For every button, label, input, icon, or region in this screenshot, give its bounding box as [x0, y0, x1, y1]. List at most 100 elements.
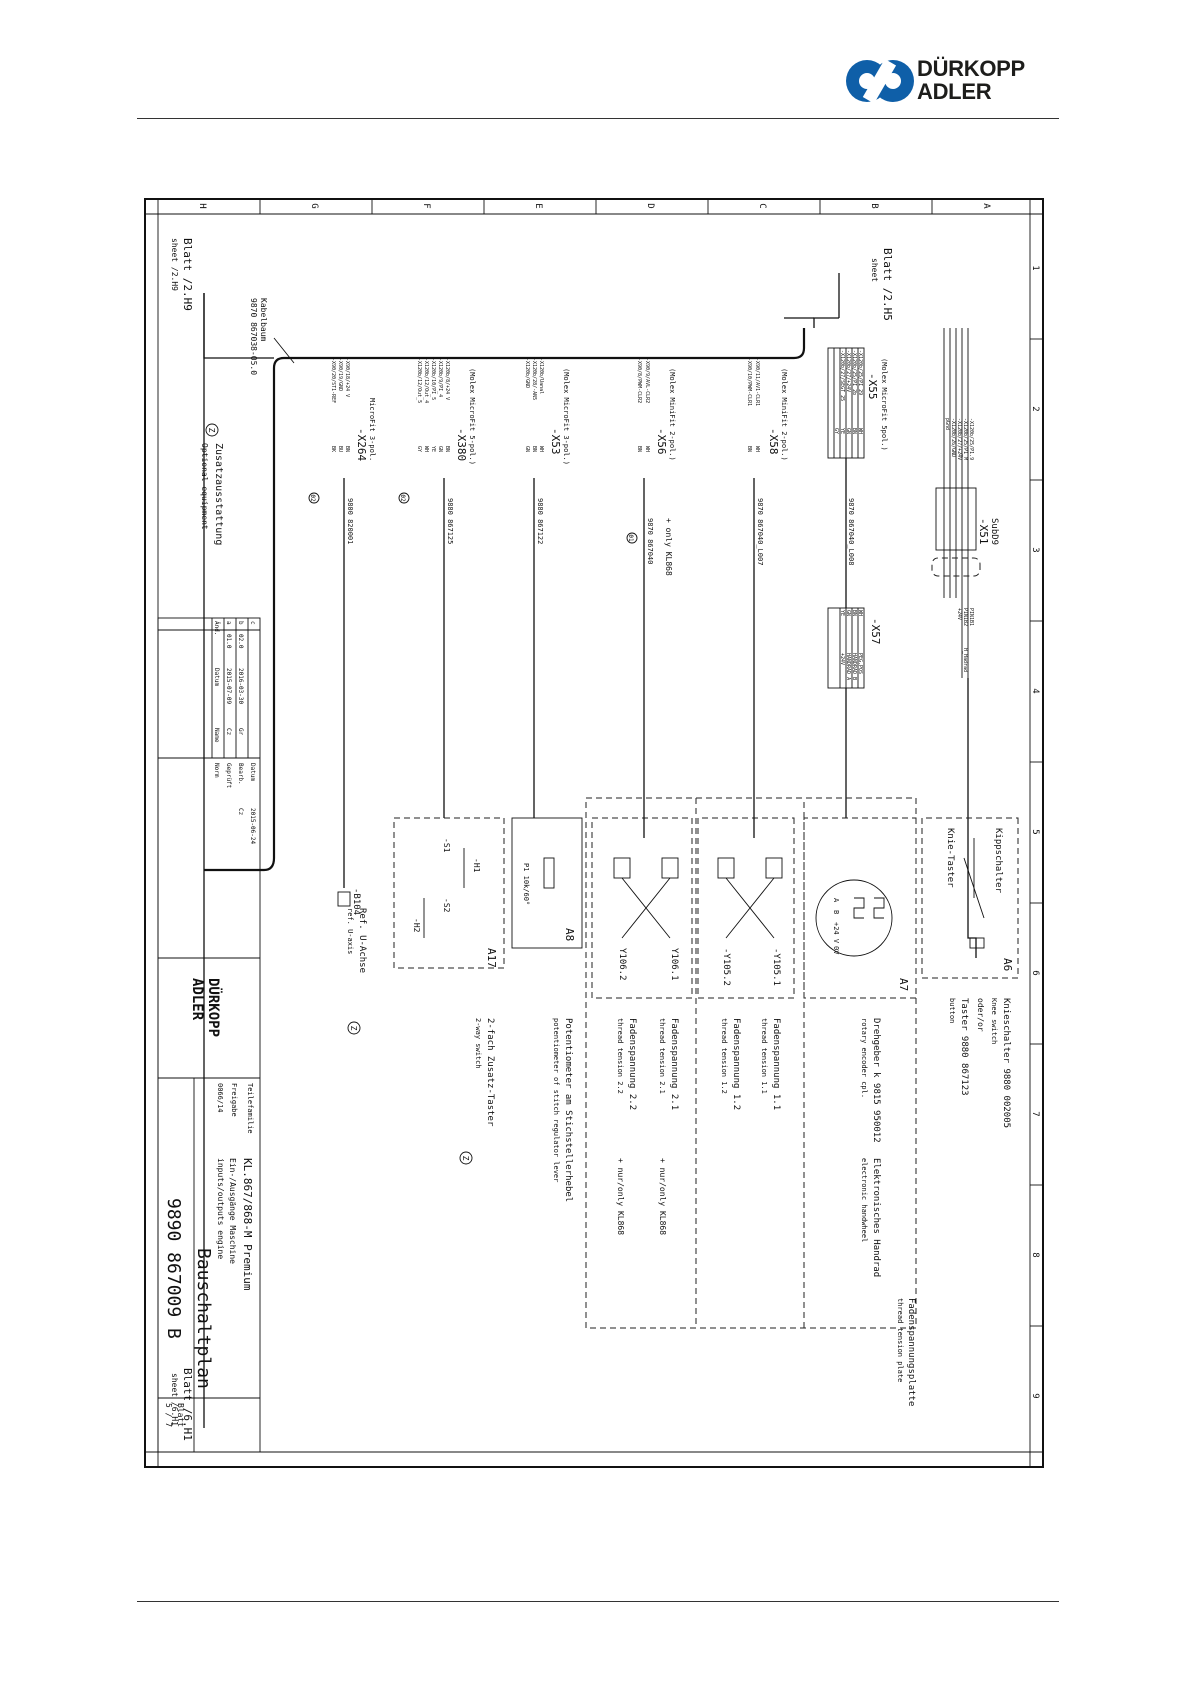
- a7-ch-a: A: [832, 898, 840, 903]
- a8-pot: P1 10k/60°: [522, 863, 530, 905]
- x53-lpin-2: -X120b/28/-AN5: [531, 358, 537, 400]
- freigabe-label: Freigabe: [230, 1083, 238, 1117]
- x55-lpin-3: -X120b/27/+24V: [845, 350, 851, 392]
- a17-s2: -S2: [442, 898, 451, 913]
- tb-company-1: DÜRKOPP: [205, 978, 223, 1037]
- x380-type: (Molex MicroFit 5-pol.): [468, 368, 476, 465]
- x55-rpin-2: BN: [851, 428, 857, 434]
- x51-rpin-3: +24V: [956, 608, 962, 620]
- x57-pin-3: GN: [845, 610, 851, 616]
- a17-h2: -H2: [412, 918, 421, 933]
- encoder-icon: [815, 879, 893, 957]
- y106-note1: + nur/only KL868: [658, 1158, 667, 1235]
- datum-label: Datum: [249, 763, 256, 781]
- y106-tag-1: Y106.1: [669, 948, 679, 981]
- harness-part: 9870 867038-05.0: [249, 298, 258, 375]
- marker-01: 01: [627, 534, 634, 542]
- x55-rpin-5: GY: [833, 428, 839, 434]
- cable-820001: 9800 820001: [346, 498, 354, 544]
- x58-lpin-2: -X90/10/PWM-CLR1: [746, 358, 752, 406]
- a17-h1: -H1: [472, 858, 481, 873]
- desc-en: inputs/outputs engine: [216, 1158, 225, 1259]
- a7-ch-b: B: [832, 910, 840, 914]
- rev-a-who: Cz: [225, 728, 232, 736]
- connector-x264: MicroFit 3-pol. -X264 -X90/18/+24 V -X90…: [308, 358, 376, 504]
- x264-rpin-2: BU: [337, 446, 343, 452]
- tb-company-2: ADLER: [189, 978, 205, 1021]
- plate-en: thread tension plate: [896, 1298, 904, 1382]
- y106-note2: + nur/only KL868: [616, 1158, 625, 1235]
- xref-left-top-en: sheet: [870, 258, 879, 282]
- x55-rpin-4: YE: [839, 428, 845, 434]
- sheet-number: 5 / 7: [164, 1403, 173, 1427]
- xref-left-bottom: Blatt /2.H9: [181, 238, 194, 311]
- x380-rpin-1: BN: [444, 446, 450, 452]
- x56-rpin-2: BN: [636, 446, 642, 452]
- row-f: F: [421, 203, 431, 208]
- connector-x380: (Molex MicroFit 5-pol.) -X380 -X120b/8/+…: [398, 358, 476, 504]
- doc-title: Bauschaltplan: [193, 1248, 214, 1389]
- marker-02-b: 02: [309, 494, 316, 502]
- module-a7: A7 A B +24 V 0V Drehgeber k 9815 950012 …: [803, 817, 917, 1277]
- row-h: H: [197, 203, 207, 208]
- x51-type: SubD9: [989, 518, 999, 545]
- thread-tension-plate: [585, 797, 917, 1329]
- x264-rpin-1: BN: [344, 446, 350, 452]
- xref-right: Blatt /6.H1: [181, 1368, 194, 1441]
- x380-lpin-4: -X120b/12/Out_4: [423, 358, 429, 403]
- x58-name: -X58: [767, 428, 780, 455]
- norm-label: Norm: [213, 763, 220, 778]
- y106-de2: Fadenspannung 2.2: [627, 1018, 637, 1110]
- y105-en2: thread tension 1.2: [720, 1018, 728, 1094]
- col-2: 2: [1030, 406, 1040, 411]
- x57-pin-2: BN: [851, 610, 857, 616]
- a7-ch-0v: 0V: [832, 946, 840, 955]
- x58-rpin-1: WH: [754, 446, 760, 452]
- x53-rpin-2: BN: [531, 446, 537, 452]
- x51-rpin-5: H_Hadrad: [962, 648, 968, 672]
- x53-rpin-1: WH: [538, 446, 544, 452]
- row-g: G: [309, 203, 319, 208]
- b104-de: Ref. U-Achse: [357, 908, 367, 973]
- schematic-svg: 1 2 3 4 5 6 7 8 9 A B C D E F G H Blatt …: [144, 198, 1044, 1468]
- col-1: 1: [1030, 265, 1040, 270]
- y106-tag-2: Y106.2: [617, 948, 627, 981]
- x51-lpin-1: -X120b/25/P1.9: [968, 418, 974, 460]
- connector-x57: -X57 WH BN GN YE PEG.POS HANDRAD_B HANDR…: [827, 607, 882, 689]
- x380-lpin-1: -X120b/8/+24 V: [444, 358, 450, 400]
- x57-sig-3: HANDRAD_A: [845, 653, 851, 680]
- a17-s1: -S1: [442, 838, 451, 853]
- x58-rpin-2: BN: [746, 446, 752, 452]
- potentiometer-icon: [543, 857, 555, 889]
- x380-lpin-3: -X120b/10/PI_5: [430, 358, 436, 400]
- x51-rpin-2: PIN1B2: [962, 608, 968, 626]
- a6-left: Kippschalter: [993, 828, 1003, 894]
- cable-l007: 9870 867040_L007: [756, 498, 764, 565]
- module-a6: A6 Kippschalter Knie-Taster Knieschalter…: [921, 817, 1019, 1128]
- rev-a-date: 2015-07-09: [225, 668, 232, 705]
- x57-pin-1: WH: [857, 610, 863, 616]
- x51-lpin-2: -X120b/25/P1_M: [962, 418, 968, 460]
- x57-sig-2: HANDRAD_B: [851, 653, 857, 680]
- rev-header-date: Datum: [213, 668, 220, 686]
- x56-lpin-2: -X90/8/PWM-CLR2: [636, 358, 642, 403]
- a6-alt-de: Taster 9880 867123: [959, 998, 969, 1096]
- logo-line-1: DÜRKOPP: [917, 56, 1025, 81]
- x55-rpin-3: GN: [845, 428, 851, 434]
- a7-en: rotary encoder cpl.: [860, 1018, 868, 1098]
- b104-en: ref. U-axis: [346, 908, 354, 954]
- teilefamilie-label: Teilefamilie: [246, 1083, 254, 1134]
- x53-lpin-1: -X120b/Uanal: [538, 358, 544, 394]
- x51-name: -X51: [977, 518, 990, 545]
- a7-id: A7: [897, 978, 910, 991]
- col-3: 3: [1030, 547, 1040, 552]
- module-a8: A8 P1 10k/60° Potentiometer am Stichstel…: [511, 478, 583, 1202]
- x56-type: (Molex MiniFit 2-pol.): [668, 368, 676, 461]
- xref-left-bottom-en: sheet /2.H9: [170, 238, 179, 291]
- bearb-label: Bearb.: [237, 763, 244, 785]
- gepr-label: Geprüft: [225, 763, 232, 789]
- a7-side-de: Elektronisches Handrad: [871, 1158, 881, 1277]
- x53-type: (Molex MicroFit 3-pol.): [562, 368, 570, 465]
- col-6: 6: [1030, 970, 1040, 975]
- a6-or: oder/or: [976, 998, 985, 1032]
